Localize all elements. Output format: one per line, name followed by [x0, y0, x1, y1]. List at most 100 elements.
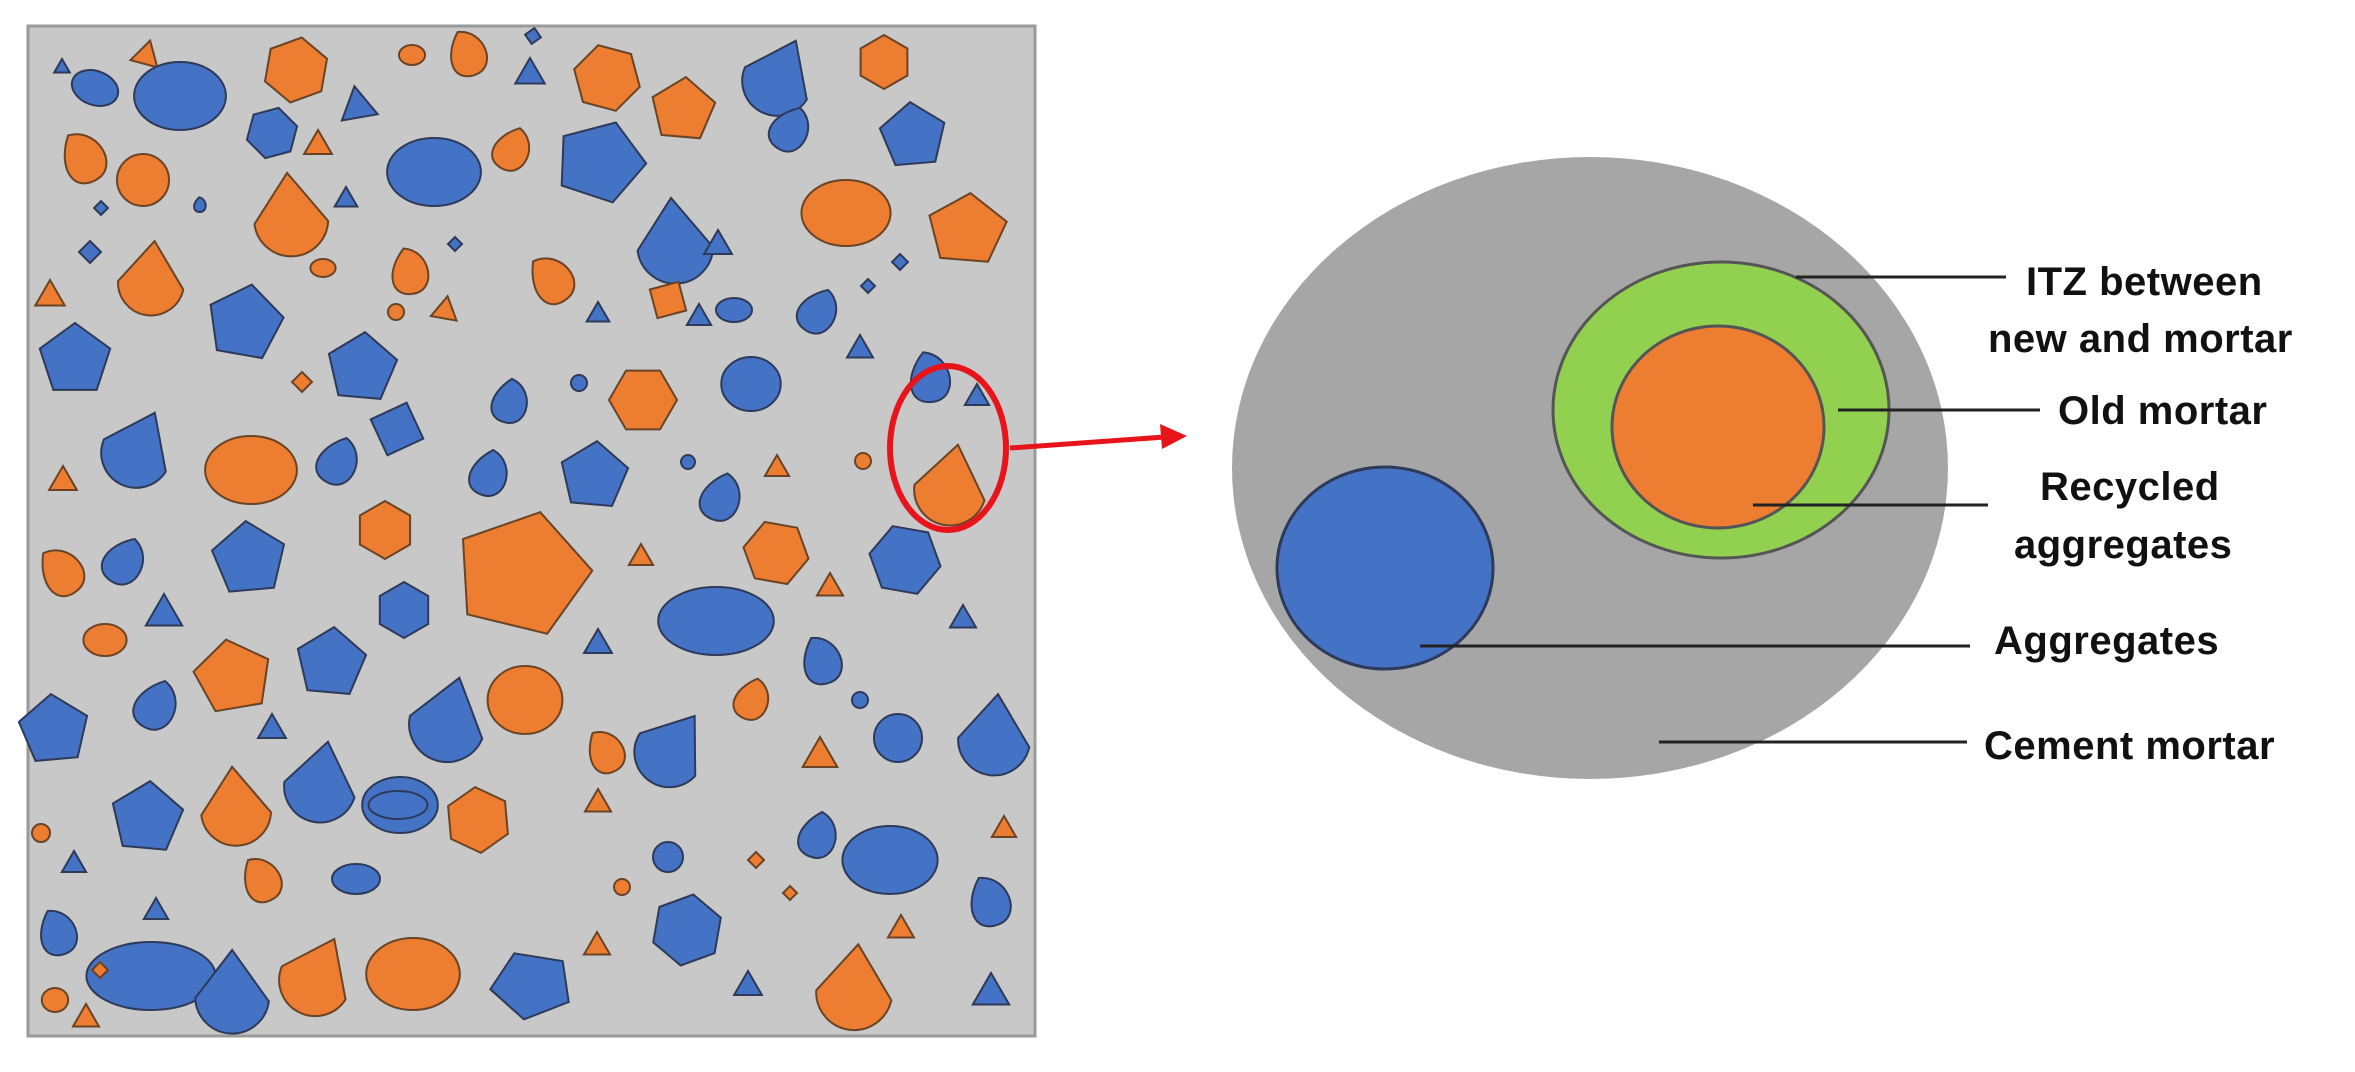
natural-aggregate-particle — [657, 586, 775, 656]
natural-aggregate-particle — [468, 448, 508, 497]
natural-aggregate-particle — [17, 692, 89, 762]
recycled-aggregate-particle — [607, 369, 679, 431]
recycled-aggregate-particle — [391, 247, 430, 295]
natural-aggregate-particle — [652, 893, 722, 967]
natural-aggregate-particle — [560, 439, 630, 508]
recycled-aggregate-particle — [90, 960, 110, 980]
natural-aggregate-particle — [70, 69, 120, 107]
natural-aggregate-particle — [732, 969, 764, 996]
recycled-aggregate-particle — [651, 75, 717, 140]
recycled-aggregate-particle — [763, 452, 791, 477]
recycled-aggregate-particle — [192, 638, 270, 713]
recycled-aggregate-particle — [200, 765, 272, 847]
natural-aggregate-particle — [741, 39, 808, 117]
natural-aggregate-particle — [332, 185, 360, 208]
natural-aggregate-particle — [970, 877, 1012, 928]
recycled-aggregate-particle — [387, 303, 405, 321]
natural-aggregate-particle — [256, 712, 288, 739]
natural-aggregate-particle — [513, 55, 547, 85]
recycled-aggregate-particle — [253, 171, 330, 258]
natural-aggregate-particle — [957, 692, 1031, 777]
zoom-arrow-line — [1009, 434, 1166, 451]
natural-aggregate-particle — [386, 137, 482, 207]
recycled-aggregate-particle — [128, 38, 159, 69]
natural-aggregate-particle — [570, 374, 588, 392]
recycled-aggregate-particle — [531, 257, 576, 306]
cement-mortar-label: Cement mortar — [1984, 724, 2275, 768]
recycled-aggregate-particle — [116, 153, 170, 207]
old-mortar-label: Old mortar — [2058, 389, 2267, 433]
recycled-aggregate-core — [1610, 324, 1826, 530]
recycled-aggregate-particle — [244, 858, 283, 904]
natural-aggregate-particle — [795, 288, 838, 335]
natural-aggregate-particle — [340, 84, 380, 122]
natural-aggregate-particle — [408, 676, 484, 764]
natural-aggregate-particle — [367, 790, 429, 820]
natural-aggregate-particle — [40, 910, 78, 957]
natural-aggregate-particle — [327, 330, 399, 400]
natural-aggregate-particle — [133, 61, 227, 131]
natural-aggregate-particle — [698, 472, 741, 522]
natural-aggregate — [1275, 465, 1495, 671]
recycled-aggregate-particle — [302, 128, 334, 155]
recycled-aggregate-particle — [886, 913, 916, 939]
natural-aggregate-particle — [52, 57, 72, 74]
recycled-aggregate-particle — [627, 541, 655, 566]
recycled-aggregate-particle — [648, 280, 688, 320]
recycled-aggregate-particle — [358, 499, 412, 561]
natural-aggregate-particle — [194, 948, 270, 1035]
natural-aggregate-particle — [142, 895, 170, 920]
natural-aggregate-particle — [111, 779, 185, 851]
natural-aggregate-particle — [523, 26, 543, 46]
natural-aggregate-particle — [868, 525, 942, 595]
specimen-panel — [17, 24, 1187, 1038]
natural-aggregate-particle — [971, 971, 1011, 1006]
recycled-aggregate-particle — [781, 884, 799, 902]
particle-layer — [17, 26, 1031, 1035]
recycled-aggregate-particle — [815, 942, 893, 1032]
recycled-aggregate-particle — [290, 370, 314, 394]
recycled-label-line1: Recycled — [2040, 465, 2220, 509]
natural-aggregate-particle — [767, 106, 810, 153]
recycled-aggregate-particle — [800, 734, 840, 768]
natural-aggregate-particle — [845, 333, 875, 359]
highlight-circle — [887, 363, 1009, 533]
recycled-aggregate-particle — [486, 665, 564, 735]
natural-aggregate-particle — [797, 810, 837, 859]
recycled-aggregate-particle — [461, 511, 594, 635]
natural-aggregate-particle — [132, 679, 177, 731]
recycled-label-line2: aggregates — [2014, 523, 2232, 567]
recycled-aggregate-particle — [47, 464, 79, 491]
natural-aggregate-particle — [38, 321, 112, 391]
recycled-aggregate-particle — [815, 571, 845, 597]
recycled-aggregate-particle — [583, 787, 613, 813]
natural-aggregate-particle — [210, 519, 286, 593]
itz-label-line2: new and mortar — [1988, 317, 2293, 361]
natural-aggregate-particle — [584, 300, 612, 323]
natural-aggregate-particle — [560, 121, 648, 204]
aggregates-label: Aggregates — [1994, 619, 2219, 663]
natural-aggregate-particle — [296, 625, 368, 695]
recycled-aggregate-particle — [450, 31, 488, 78]
recycled-aggregate-particle — [31, 823, 51, 843]
natural-aggregate-particle — [193, 196, 207, 214]
natural-aggregate-particle — [92, 199, 110, 217]
recycled-aggregate-particle — [732, 677, 770, 721]
natural-aggregate-particle — [652, 841, 684, 873]
recycled-aggregate-particle — [800, 179, 892, 247]
natural-aggregate-particle — [378, 580, 430, 640]
natural-aggregate-particle — [890, 252, 910, 272]
recycled-aggregate-particle — [40, 987, 70, 1013]
recycled-aggregate-particle — [990, 813, 1018, 838]
recycled-aggregate-particle — [613, 878, 631, 896]
recycled-aggregate-particle — [309, 258, 337, 278]
natural-aggregate-particle — [331, 863, 381, 895]
natural-aggregate-particle — [873, 713, 923, 763]
natural-aggregate-particle — [582, 627, 614, 654]
natural-aggregate-particle — [680, 454, 696, 470]
natural-aggregate-particle — [702, 228, 734, 255]
recycled-aggregate-particle — [63, 133, 108, 185]
natural-aggregate-particle — [144, 592, 184, 627]
natural-aggregate-particle — [803, 637, 843, 686]
